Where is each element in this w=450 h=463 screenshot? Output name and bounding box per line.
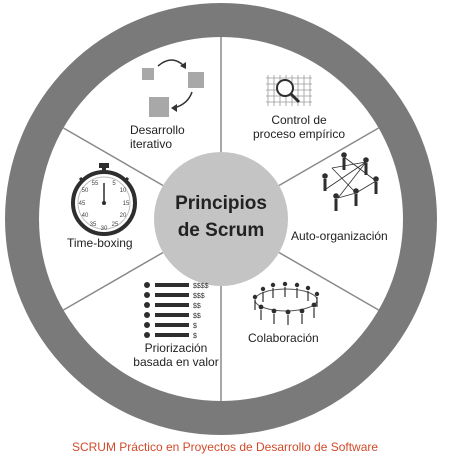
priority-value-2: $$$	[193, 293, 205, 300]
segment-priorizacion-label-2: basada en valor	[133, 355, 218, 369]
stopwatch-number-5: 5	[112, 181, 116, 187]
center-title-line2: de Scrum	[178, 220, 265, 241]
stopwatch-number-50: 50	[82, 188, 89, 194]
stopwatch-number-15: 15	[123, 201, 130, 207]
stopwatch-number-55: 55	[92, 181, 99, 187]
segment-control: Control de proceso empírico	[253, 75, 345, 141]
stopwatch-number-35: 35	[90, 222, 97, 228]
segment-control-label-2: proceso empírico	[253, 127, 345, 141]
segment-iterativo-label-1: Desarrollo	[130, 123, 185, 137]
stopwatch-icon: 55 5 50 10 45 15 40 20 35 25 30	[71, 163, 137, 236]
segment-priorizacion-label-1: Priorización	[145, 341, 208, 355]
network-people-icon	[322, 152, 379, 211]
priority-value-3: $$	[193, 303, 201, 310]
stopwatch-number-40: 40	[82, 213, 89, 219]
segment-autoorg-label: Auto-organización	[291, 229, 388, 243]
segment-priorizacion: $$$$ $$$ $$ $$ $ $ Priorización basada e…	[133, 282, 219, 369]
center-title-line1: Principios	[175, 193, 267, 214]
priority-list-icon: $$$$ $$$ $$ $$ $ $	[144, 282, 209, 340]
segment-iterativo-label-2: iterativo	[130, 137, 172, 151]
segment-timeboxing: 55 5 50 10 45 15 40 20 35 25 30 Time-box…	[67, 163, 137, 250]
center-hub	[154, 152, 288, 286]
segment-autoorg: Auto-organización	[291, 152, 388, 243]
people-circle-icon	[252, 281, 320, 325]
segment-control-label-1: Control de	[271, 113, 327, 127]
caption: SCRUM Práctico en Proyectos de Desarroll…	[71, 440, 379, 454]
grid-magnifier-icon	[266, 75, 312, 106]
iterative-cycle-icon	[142, 59, 204, 117]
scrum-principles-diagram: Principios de Scrum Desarrollo iterativo	[5, 3, 437, 435]
stopwatch-number-30: 30	[101, 226, 108, 232]
segment-colaboracion: Colaboración	[248, 281, 320, 345]
segment-iterativo: Desarrollo iterativo	[130, 59, 204, 151]
segment-timeboxing-label: Time-boxing	[67, 236, 133, 250]
stopwatch-number-25: 25	[112, 222, 119, 228]
priority-value-4: $$	[193, 313, 201, 320]
segment-dividers	[63, 37, 379, 401]
stopwatch-number-20: 20	[120, 213, 127, 219]
priority-value-5: $	[193, 323, 197, 330]
priority-value-1: $$$$	[193, 283, 209, 290]
segment-colaboracion-label: Colaboración	[248, 331, 319, 345]
priority-value-6: $	[193, 333, 197, 340]
stopwatch-number-45: 45	[79, 201, 86, 207]
stopwatch-number-10: 10	[120, 188, 127, 194]
